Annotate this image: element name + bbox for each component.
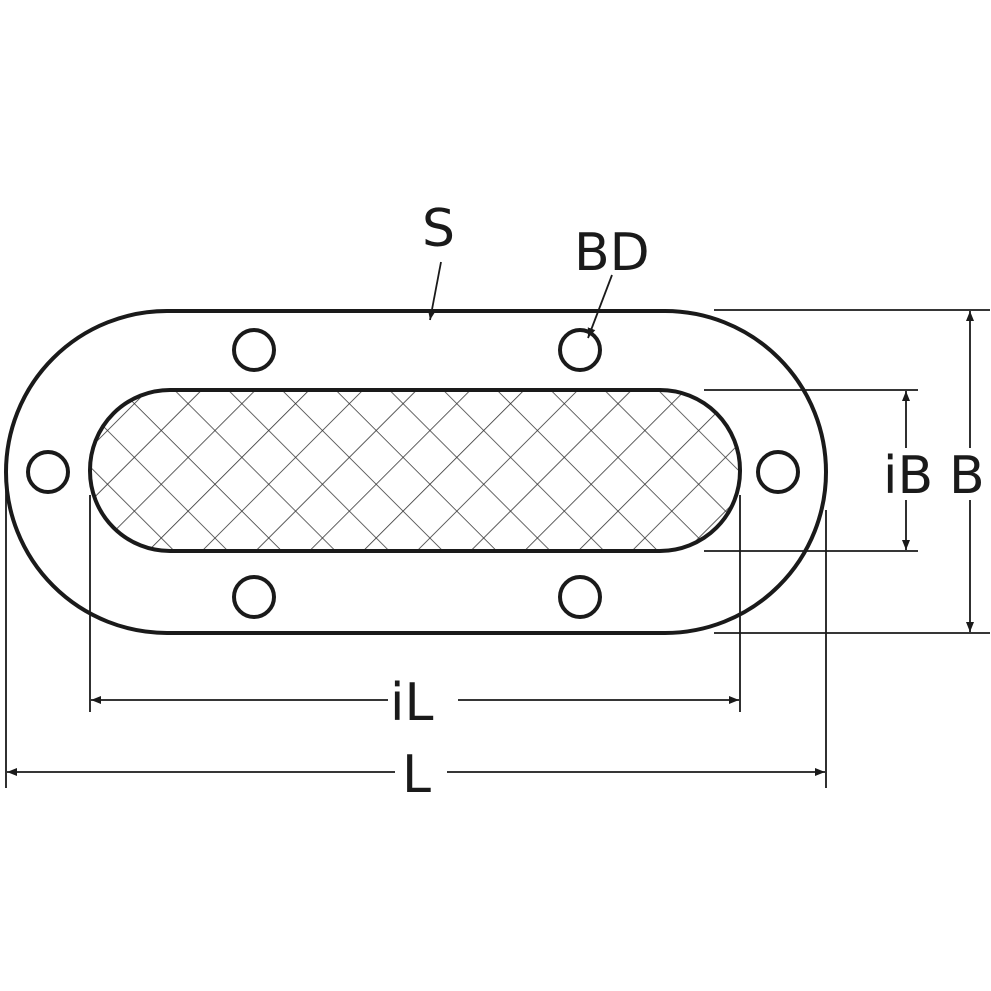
hole-right xyxy=(756,450,800,494)
mounting-holes xyxy=(26,328,800,619)
hole-left xyxy=(26,450,70,494)
il-label: iL xyxy=(390,673,433,733)
bd-label: BD xyxy=(574,223,650,283)
il-dimension: iL xyxy=(91,673,739,733)
hole-top-right xyxy=(558,328,602,372)
extension-lines xyxy=(5,309,990,788)
hole-bottom-right xyxy=(558,575,602,619)
bd-callout: BD xyxy=(574,223,650,339)
s-callout: S xyxy=(422,199,455,321)
hole-bottom-left xyxy=(232,575,276,619)
ib-label: iB xyxy=(883,446,933,506)
ib-dimension: iB xyxy=(883,391,933,550)
l-label: L xyxy=(402,745,431,805)
outer-flange-outline xyxy=(4,309,828,635)
inner-opening-outline xyxy=(88,388,742,553)
mesh-fill xyxy=(90,390,740,551)
b-label: B xyxy=(949,446,985,506)
s-leader-line xyxy=(427,261,442,321)
bd-leader-line xyxy=(587,274,613,339)
b-dimension: B xyxy=(949,311,985,632)
s-label: S xyxy=(422,199,455,259)
inner-grating xyxy=(88,388,742,553)
l-dimension: L xyxy=(7,745,825,805)
hole-top-left xyxy=(232,328,276,372)
